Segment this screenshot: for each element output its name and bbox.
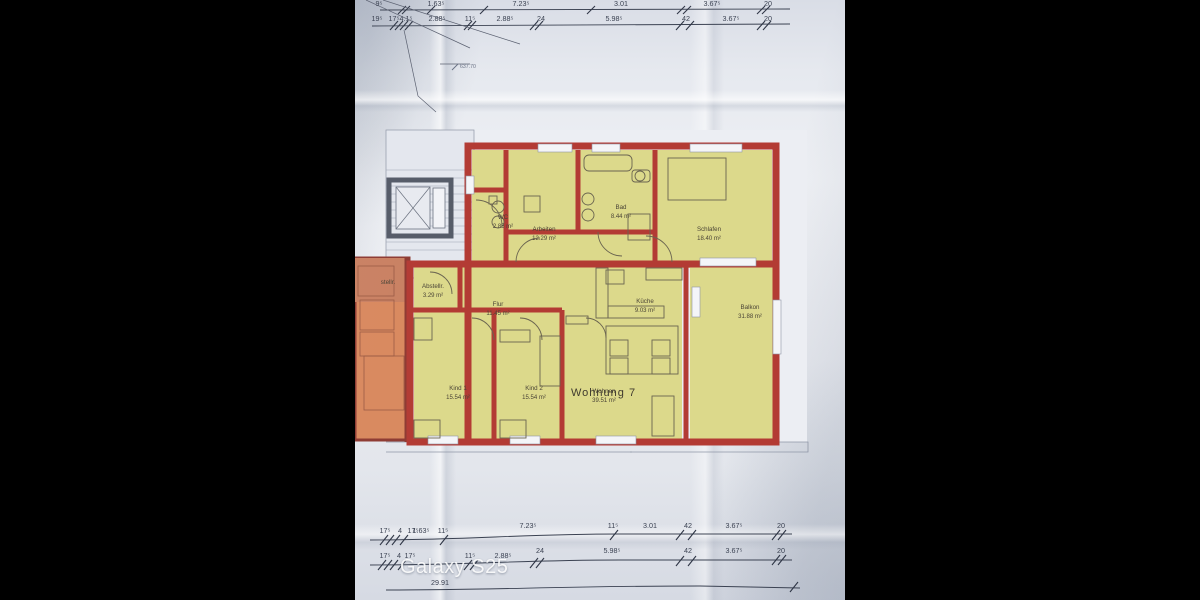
apartment-floor-areas [414,150,778,440]
room-name: Kind 2 [525,385,543,392]
dimension-label: 42 [684,546,692,555]
dimension-label: 11⁵ [608,521,618,530]
room-label-balkon: Balkon 31.88 m² [738,304,762,320]
elevation-markers: 637.70637.41 [451,63,684,139]
room-area: 18.40 m² [697,236,721,242]
room-label-arbeiten: Arbeiten 12.29 m² [532,226,556,242]
dimension-label: 19⁵ [372,14,383,23]
room-name: Arbeiten [532,226,556,233]
room-name: stellr. [381,279,396,286]
room-name: Bad [615,204,627,211]
dimension-label: 11⁵ [438,526,448,535]
window-openings [427,143,782,445]
living-room-furniture [565,315,679,437]
dimension-label: 20 [764,14,772,23]
room-label-abstellr-neighbor: stellr. [381,279,396,286]
dimension-label: 24 [537,14,545,23]
dimension-label: 3.01 [643,521,657,530]
dimension-label: 9⁵ [376,0,383,8]
dimension-label: 3.67⁵ [704,0,721,8]
dimension-label: 29.91 [431,578,449,587]
letterbox-bar-right [845,0,1200,600]
dimension-label: 42 [682,14,690,23]
elevation-value: 637.70 [460,64,476,70]
room-label-schlafen: Schlafen 18.40 m² [697,226,722,242]
room-area: 12.29 m² [532,236,556,242]
dimension-label: 24 [536,546,544,555]
unit-title: Wohnung 7 [571,387,636,399]
room-label-kueche: Küche 9.03 m² [635,298,655,314]
dimension-label: 11⁵ [465,551,475,560]
room-name: Küche [636,298,654,305]
room-label-kind1: Kind 1 15.54 m² [446,385,470,401]
room-area: 15.54 m² [522,395,546,401]
dimension-label: 11⁵ [465,14,475,23]
room-name: Schlafen [697,226,722,233]
room-labels: WC 2.85 m² Arbeiten 12.29 m² Bad 8.44 m² Schla… [381,204,762,404]
dimension-label: 1.63⁵ [428,0,445,8]
dimension-label: 17⁵ [380,526,391,535]
neighbor-unit [355,256,411,442]
wc-fixtures [488,195,505,229]
elevation-marker: 637.70 [451,63,476,71]
dimension-label: 17⁵ [389,14,400,23]
room-label-kind2: Kind 2 15.54 m² [522,385,546,401]
dimension-label: 17⁵ [380,551,391,560]
dimension-label: 2.88⁵ [495,551,512,560]
dimension-label: 5.98⁵ [604,546,621,555]
camera-watermark: Galaxy S25 [400,556,509,578]
room-name: Abstellr. [422,283,444,290]
room-label-flur: Flur 11.45 m² [486,301,509,317]
dimension-label: 42 [684,521,692,530]
dimension-label: 4 [397,551,401,560]
room-label-bad: Bad 8.44 m² [611,204,631,220]
room-name: WC [498,214,509,221]
room-label-wc: WC 2.85 m² [493,214,513,230]
room-label-wohnen: Wohnen 39.51 m² [592,388,616,404]
dimension-label: 20 [777,521,785,530]
room-name: Flur [493,301,504,308]
room-area: 11.45 m² [486,311,509,317]
letterbox-bar-left [0,0,355,600]
dimension-label: 3.67⁵ [726,521,743,530]
dimension-label: 5.98⁵ [606,14,623,23]
bathroom-fixtures [581,154,651,241]
room-area: 9.03 m² [635,308,655,314]
dimension-label: 17⁵ [405,551,416,560]
room-area: 31.88 m² [738,314,762,320]
room-name: Wohnen [593,388,616,395]
room-area: 15.54 m² [446,395,470,401]
dimension-label: 3.67⁵ [726,546,743,555]
room-name: Balkon [741,304,760,311]
room-area: 3.29 m² [423,293,443,299]
dimension-label: 2.88⁵ [497,14,514,23]
dimension-label: 20 [777,546,785,555]
dimension-label: 1.63⁵ [413,526,430,535]
room-area: 39.51 m² [592,398,616,404]
dimension-label: 3.01 [614,0,628,8]
kitchen-fixtures [595,267,683,319]
room-area: 2.85 m² [493,224,513,230]
room-area: 8.44 m² [611,214,631,220]
dimension-label: 7.23⁵ [513,0,530,8]
property-boundary-lines [365,0,690,133]
dimension-label: 20 [764,0,772,8]
room-name: Kind 1 [449,385,467,392]
dimension-label: 3.67⁵ [723,14,740,23]
dimension-label: 7.23⁵ [520,521,537,530]
elevator-shaft [386,177,454,239]
dimension-label: 4 [398,526,402,535]
